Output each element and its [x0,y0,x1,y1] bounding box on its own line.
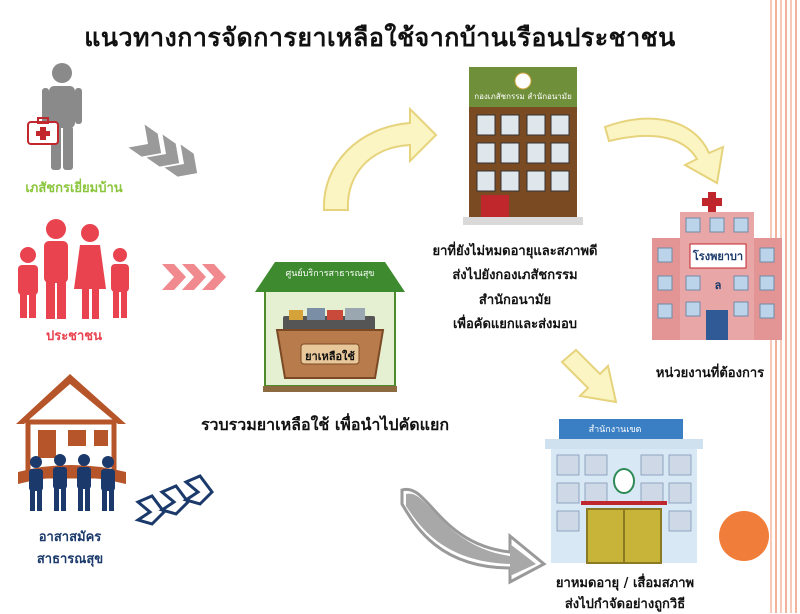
pharmacy-division-desc-line4: เพื่อคัดแยกและส่งมอบ [452,317,578,332]
district-office-sign: สำนักงานเขต [588,425,642,435]
pharmacy-division-desc-line3: สำนักอนามัย [478,293,552,308]
orange-decorative-circle [719,511,769,561]
hospital-sign-line1: โรงพยาบา [692,250,744,263]
hospital-building-icon [652,192,782,340]
pharmacy-division-building-icon [463,67,583,225]
pharmacist-label: เภสัชกรเยี่ยมบ้าน [25,181,123,196]
volunteer-house-icon [16,374,126,511]
pharmacy-division-desc-line2: ส่งไปยังกองเภสัชกรรม [452,268,578,283]
chevron-arrows-navy-icon [134,474,214,526]
district-office-caption-line1: ยาหมดอายุ / เสื่อมสภาพ [555,576,695,591]
curved-arrow-up-right-icon [322,106,438,211]
hospital-sign-line2: ล [714,279,722,292]
leftover-medicine-box-label: ยาเหลือใช้ [305,350,355,363]
health-center-building-icon [255,262,405,394]
collection-caption: รวบรวมยาเหลือใช้ เพื่อนำไปคัดแยก [200,415,450,434]
volunteer-label-line2: สาธารณสุข [36,552,104,567]
district-office-caption-line2: ส่งไปกำจัดอย่างถูกวิธี [564,597,686,612]
page-title: แนวทางการจัดการยาเหลือใช้จากบ้านเรือนประ… [84,23,676,52]
health-center-sign: ศูนย์บริการสาธารณสุข [285,269,375,279]
pharmacy-division-sign: กองเภสัชกรรม สำนักอนามัย [474,92,572,101]
pharmacy-division-desc-line1: ยาที่ยังไม่หมดอายุและสภาพดี [432,244,598,259]
hospital-caption: หน่วยงานที่ต้องการ [655,366,765,381]
pharmacist-figure-icon [27,63,82,170]
chevron-arrows-grey-icon [128,124,198,177]
chevron-arrows-pink-icon [162,264,226,290]
people-family-icon [18,219,129,319]
arrow-down-right-icon [560,348,618,404]
people-label: ประชาชน [45,329,103,344]
curved-arrow-down-right-icon [603,117,725,185]
volunteer-label-line1: อาสาสมัคร [38,530,102,545]
curved-arrow-grey-icon [400,487,547,585]
district-office-building-icon [545,419,703,564]
